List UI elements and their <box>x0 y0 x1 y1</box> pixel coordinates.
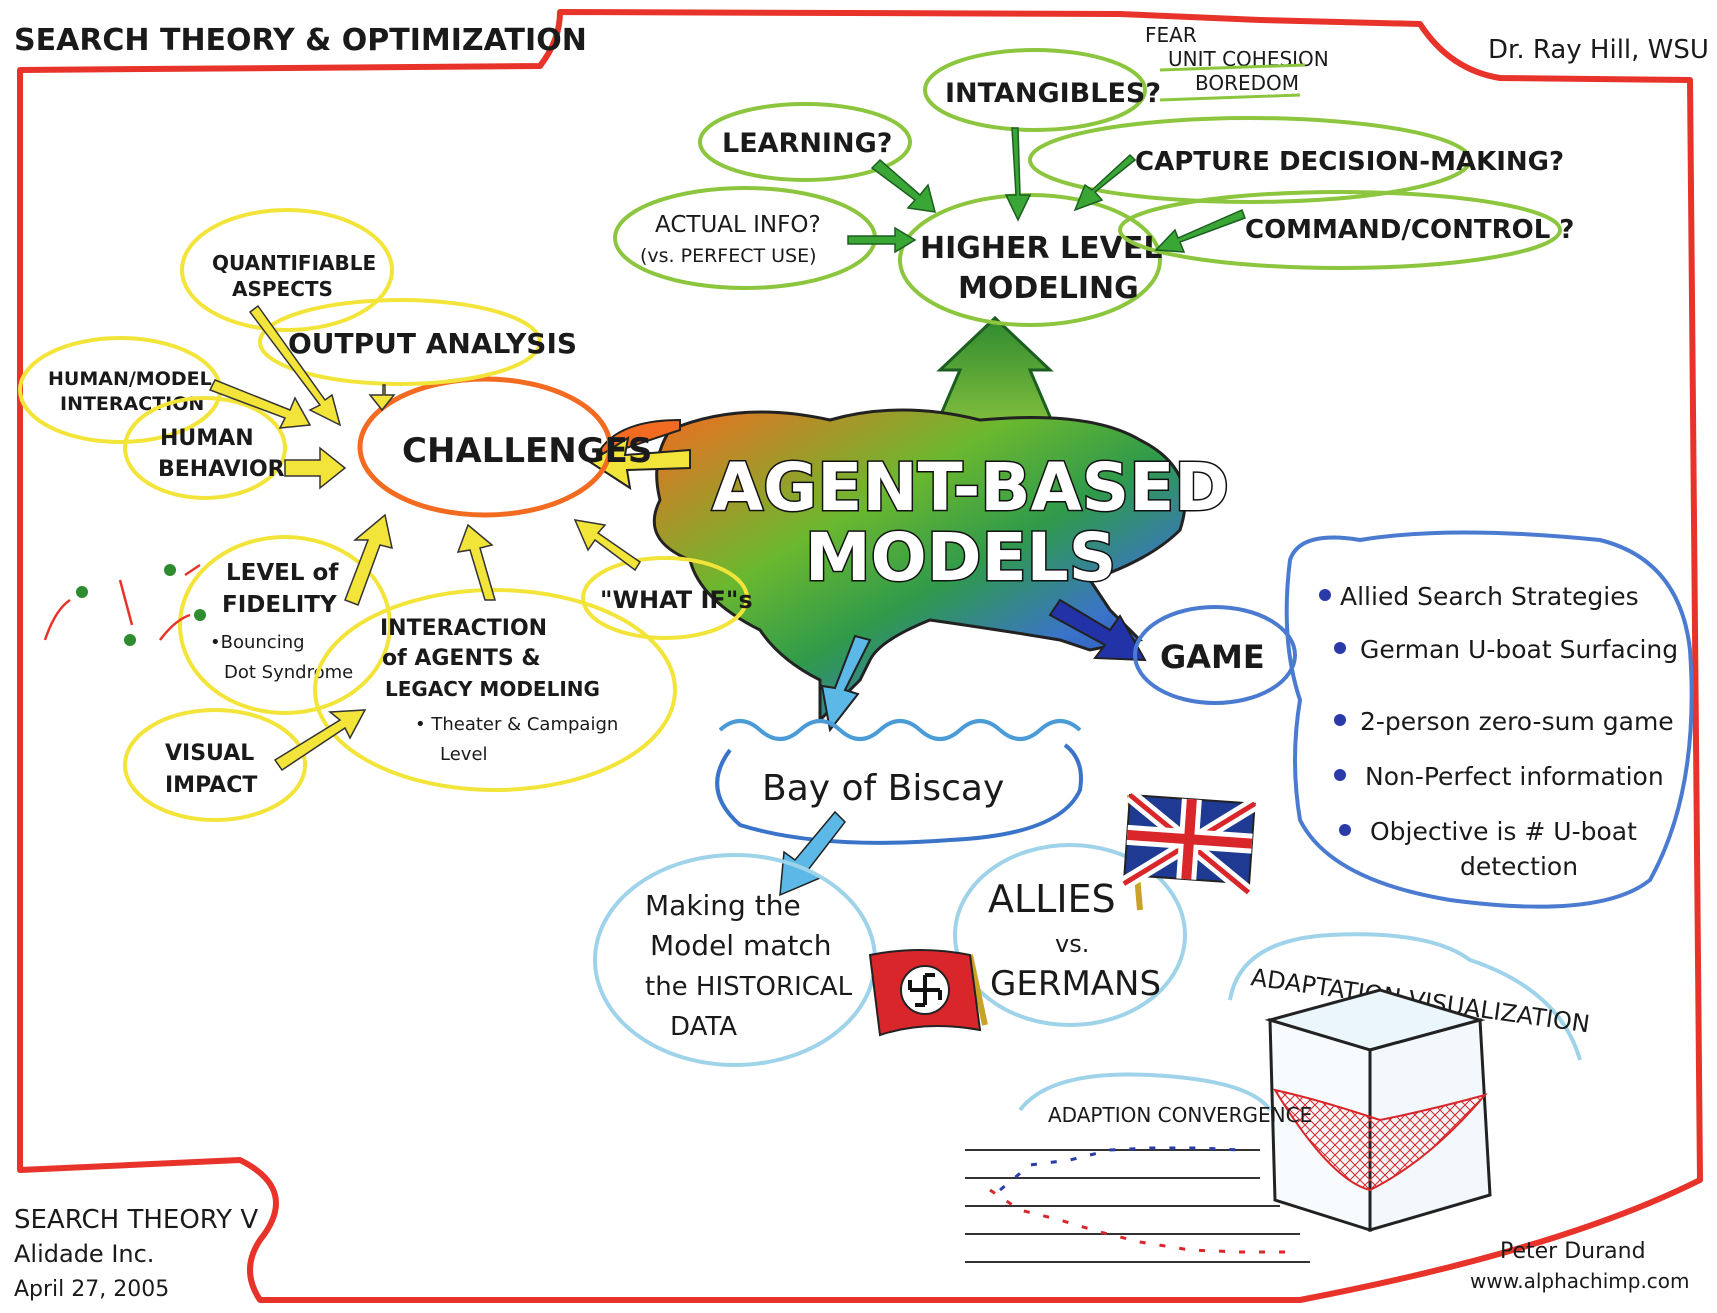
germans-label: GERMANS <box>990 964 1161 1004</box>
german-flag-icon <box>868 949 988 1037</box>
interaction-line3: LEGACY MODELING <box>385 677 600 701</box>
game-item-2: German U-boat Surfacing <box>1360 635 1678 664</box>
allies-label: ALLIES <box>988 877 1116 921</box>
fidelity-node: LEVEL of FIDELITY •Bouncing Dot Syndrome <box>178 535 392 715</box>
arrow-blob-to-challenges <box>588 435 691 491</box>
making-line2: Model match <box>650 929 832 962</box>
interaction-line5: Level <box>440 744 488 765</box>
output-analysis-label: OUTPUT ANALYSIS <box>288 327 577 360</box>
bouncing-dots-sketch <box>43 563 206 646</box>
header-title: SEARCH THEORY & OPTIMIZATION <box>14 23 587 58</box>
game-node: GAME Allied Search Strategies German U-b… <box>1133 530 1694 909</box>
footer-date: April 27, 2005 <box>14 1277 169 1302</box>
quantifiable-node: QUANTIFIABLE ASPECTS <box>180 208 394 332</box>
footer-event: SEARCH THEORY V <box>14 1205 258 1235</box>
arrow-blob-to-biscay <box>820 634 872 733</box>
agent-based-models-node: AGENT-BASED MODELS <box>598 315 1231 724</box>
game-item-5: Objective is # U-boat <box>1370 817 1637 846</box>
quantifiable-line2: ASPECTS <box>232 277 333 301</box>
footer-artist: Peter Durand <box>1500 1239 1646 1264</box>
capture-label: CAPTURE DECISION-MAKING? <box>1135 147 1564 177</box>
game-item-4: Non-Perfect information <box>1365 762 1664 791</box>
game-label: GAME <box>1160 638 1265 676</box>
learning-label: LEARNING? <box>722 128 892 159</box>
quantifiable-line1: QUANTIFIABLE <box>212 251 376 275</box>
higher-level-line2: MODELING <box>958 271 1139 306</box>
adaption-convergence-label: ADAPTION CONVERGENCE <box>1048 1103 1312 1127</box>
learning-node: LEARNING? <box>698 102 912 182</box>
allies-germans-node: ALLIES vs. GERMANS <box>953 843 1187 1027</box>
footer-company: Alidade Inc. <box>14 1240 154 1268</box>
challenges-label: CHALLENGES <box>402 431 652 471</box>
fidelity-line2: FIDELITY <box>222 592 337 618</box>
adaptation-visualization: ADAPTATION VISUALIZATION <box>1228 932 1591 1233</box>
actual-info-line1: ACTUAL INFO? <box>655 212 821 238</box>
what-if-label: "WHAT IF"s <box>600 586 753 614</box>
actual-info-node: ACTUAL INFO? (vs. PERFECT USE) <box>613 186 877 290</box>
human-behavior-line1: HUMAN <box>160 426 254 451</box>
intangible-boredom: BOREDOM <box>1195 71 1299 95</box>
center-title-line1: AGENT-BASED <box>712 449 1229 526</box>
challenges-node: CHALLENGES <box>357 376 652 518</box>
game-item-3: 2-person zero-sum game <box>1360 707 1674 736</box>
actual-info-line2: (vs. PERFECT USE) <box>640 245 817 267</box>
command-node: COMMAND/CONTROL ? <box>1118 190 1574 270</box>
output-analysis-node: OUTPUT ANALYSIS <box>258 298 577 386</box>
footer-website: www.alphachimp.com <box>1470 1269 1690 1293</box>
red-frame <box>17 9 1703 1303</box>
yellow-arrows <box>208 304 642 772</box>
union-jack-flag-icon <box>1120 789 1259 911</box>
interaction-node: INTERACTION of AGENTS & LEGACY MODELING … <box>313 588 677 792</box>
interaction-line1: INTERACTION <box>380 616 547 641</box>
game-item-1: Allied Search Strategies <box>1340 582 1639 611</box>
arrow-biscay-to-making <box>779 810 846 897</box>
fidelity-line4: Dot Syndrome <box>224 662 353 683</box>
fidelity-line3: •Bouncing <box>210 632 305 653</box>
human-model-line1: HUMAN/MODEL <box>48 368 212 390</box>
center-title-line2: MODELS <box>805 519 1116 596</box>
green-arrows <box>847 127 1246 254</box>
visual-impact-node: VISUAL IMPACT <box>123 708 307 822</box>
fidelity-line1: LEVEL of <box>226 560 339 586</box>
making-line4: DATA <box>670 1012 737 1042</box>
intangible-fear: FEAR <box>1145 23 1197 47</box>
interaction-line4: • Theater & Campaign <box>415 714 618 735</box>
capture-node: CAPTURE DECISION-MAKING? <box>1028 116 1564 204</box>
interaction-line2: of AGENTS & <box>382 646 541 671</box>
visual-impact-line2: IMPACT <box>165 773 257 798</box>
arrow-blob-to-game <box>1048 598 1147 662</box>
visual-impact-line1: VISUAL <box>165 741 254 766</box>
biscay-label: Bay of Biscay <box>762 768 1004 809</box>
command-label: COMMAND/CONTROL ? <box>1245 215 1574 245</box>
game-item-6: detection <box>1460 852 1578 881</box>
adaption-convergence: ADAPTION CONVERGENCE <box>965 1072 1312 1263</box>
human-behavior-line2: BEHAVIOR <box>158 457 285 482</box>
human-model-line2: INTERACTION <box>60 393 204 415</box>
making-line3: the HISTORICAL <box>645 972 853 1002</box>
human-behavior-node: HUMAN BEHAVIOR <box>123 396 287 500</box>
intangibles-node: INTANGIBLES? FEAR UNIT COHESION BOREDOM <box>923 23 1329 132</box>
making-line1: Making the <box>645 889 801 922</box>
what-if-node: "WHAT IF"s <box>581 556 753 640</box>
intangibles-label: INTANGIBLES? <box>945 78 1161 109</box>
vs-label: vs. <box>1055 930 1089 958</box>
biscay-node: Bay of Biscay <box>715 719 1083 845</box>
higher-level-node: HIGHER LEVEL MODELING <box>898 193 1162 327</box>
higher-level-line1: HIGHER LEVEL <box>920 231 1162 266</box>
making-model-node: Making the Model match the HISTORICAL DA… <box>593 853 877 1067</box>
header-author: Dr. Ray Hill, WSU <box>1488 35 1709 65</box>
